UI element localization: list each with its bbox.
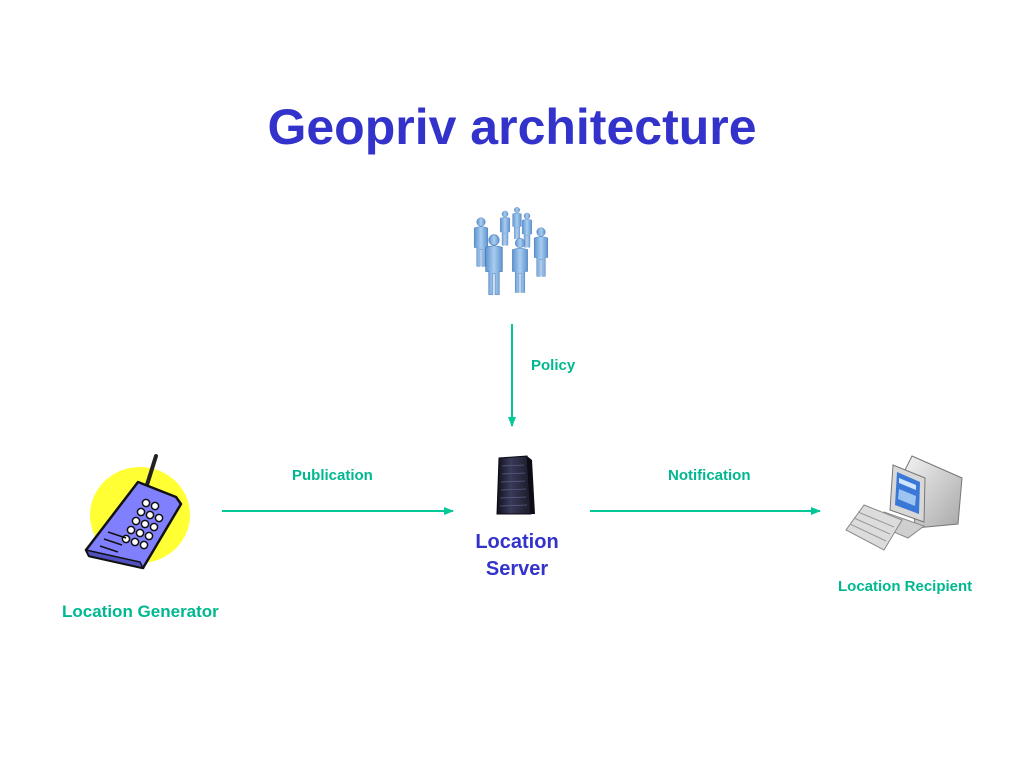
people-group-icon [473,206,549,296]
location-server-label: Location Server [447,529,587,583]
mobile-phone-icon [84,454,190,570]
location-recipient-label: Location Recipient [838,578,973,595]
desktop-computer-icon [845,455,963,551]
page-title: Geopriv architecture [267,99,757,155]
location-server-label-line2: Server [485,558,549,580]
server-tower-icon [496,455,535,515]
location-server-label-line1: Location [475,531,559,553]
location-generator-label: Location Generator [62,602,219,621]
policy-label: Policy [531,357,576,374]
publication-label: Publication [292,467,373,484]
notification-label: Notification [668,467,751,484]
